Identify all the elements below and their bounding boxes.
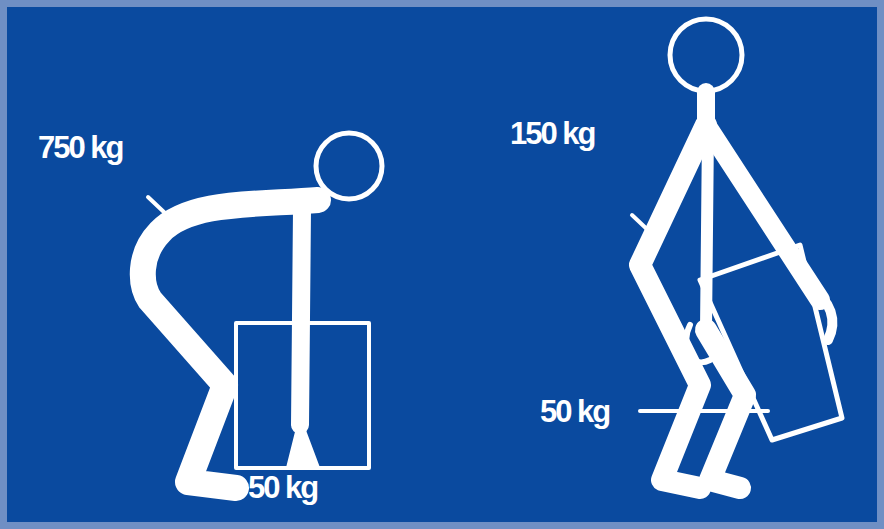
background (7, 7, 877, 522)
weight-label: 50 kg (540, 396, 609, 427)
arm (300, 210, 302, 425)
weight-label: 50 kg (248, 472, 317, 503)
back-leg (640, 125, 706, 488)
head (316, 133, 382, 199)
weight-label: 150 kg (510, 118, 595, 149)
hand (288, 420, 318, 468)
body (143, 200, 318, 488)
left-figure (143, 133, 382, 488)
leader-line (640, 409, 768, 413)
right-figure (632, 19, 842, 488)
leader-line (148, 197, 166, 214)
weight-label: 750 kg (38, 132, 123, 163)
hand (812, 290, 832, 340)
leader-line (632, 215, 650, 232)
head (670, 19, 742, 91)
